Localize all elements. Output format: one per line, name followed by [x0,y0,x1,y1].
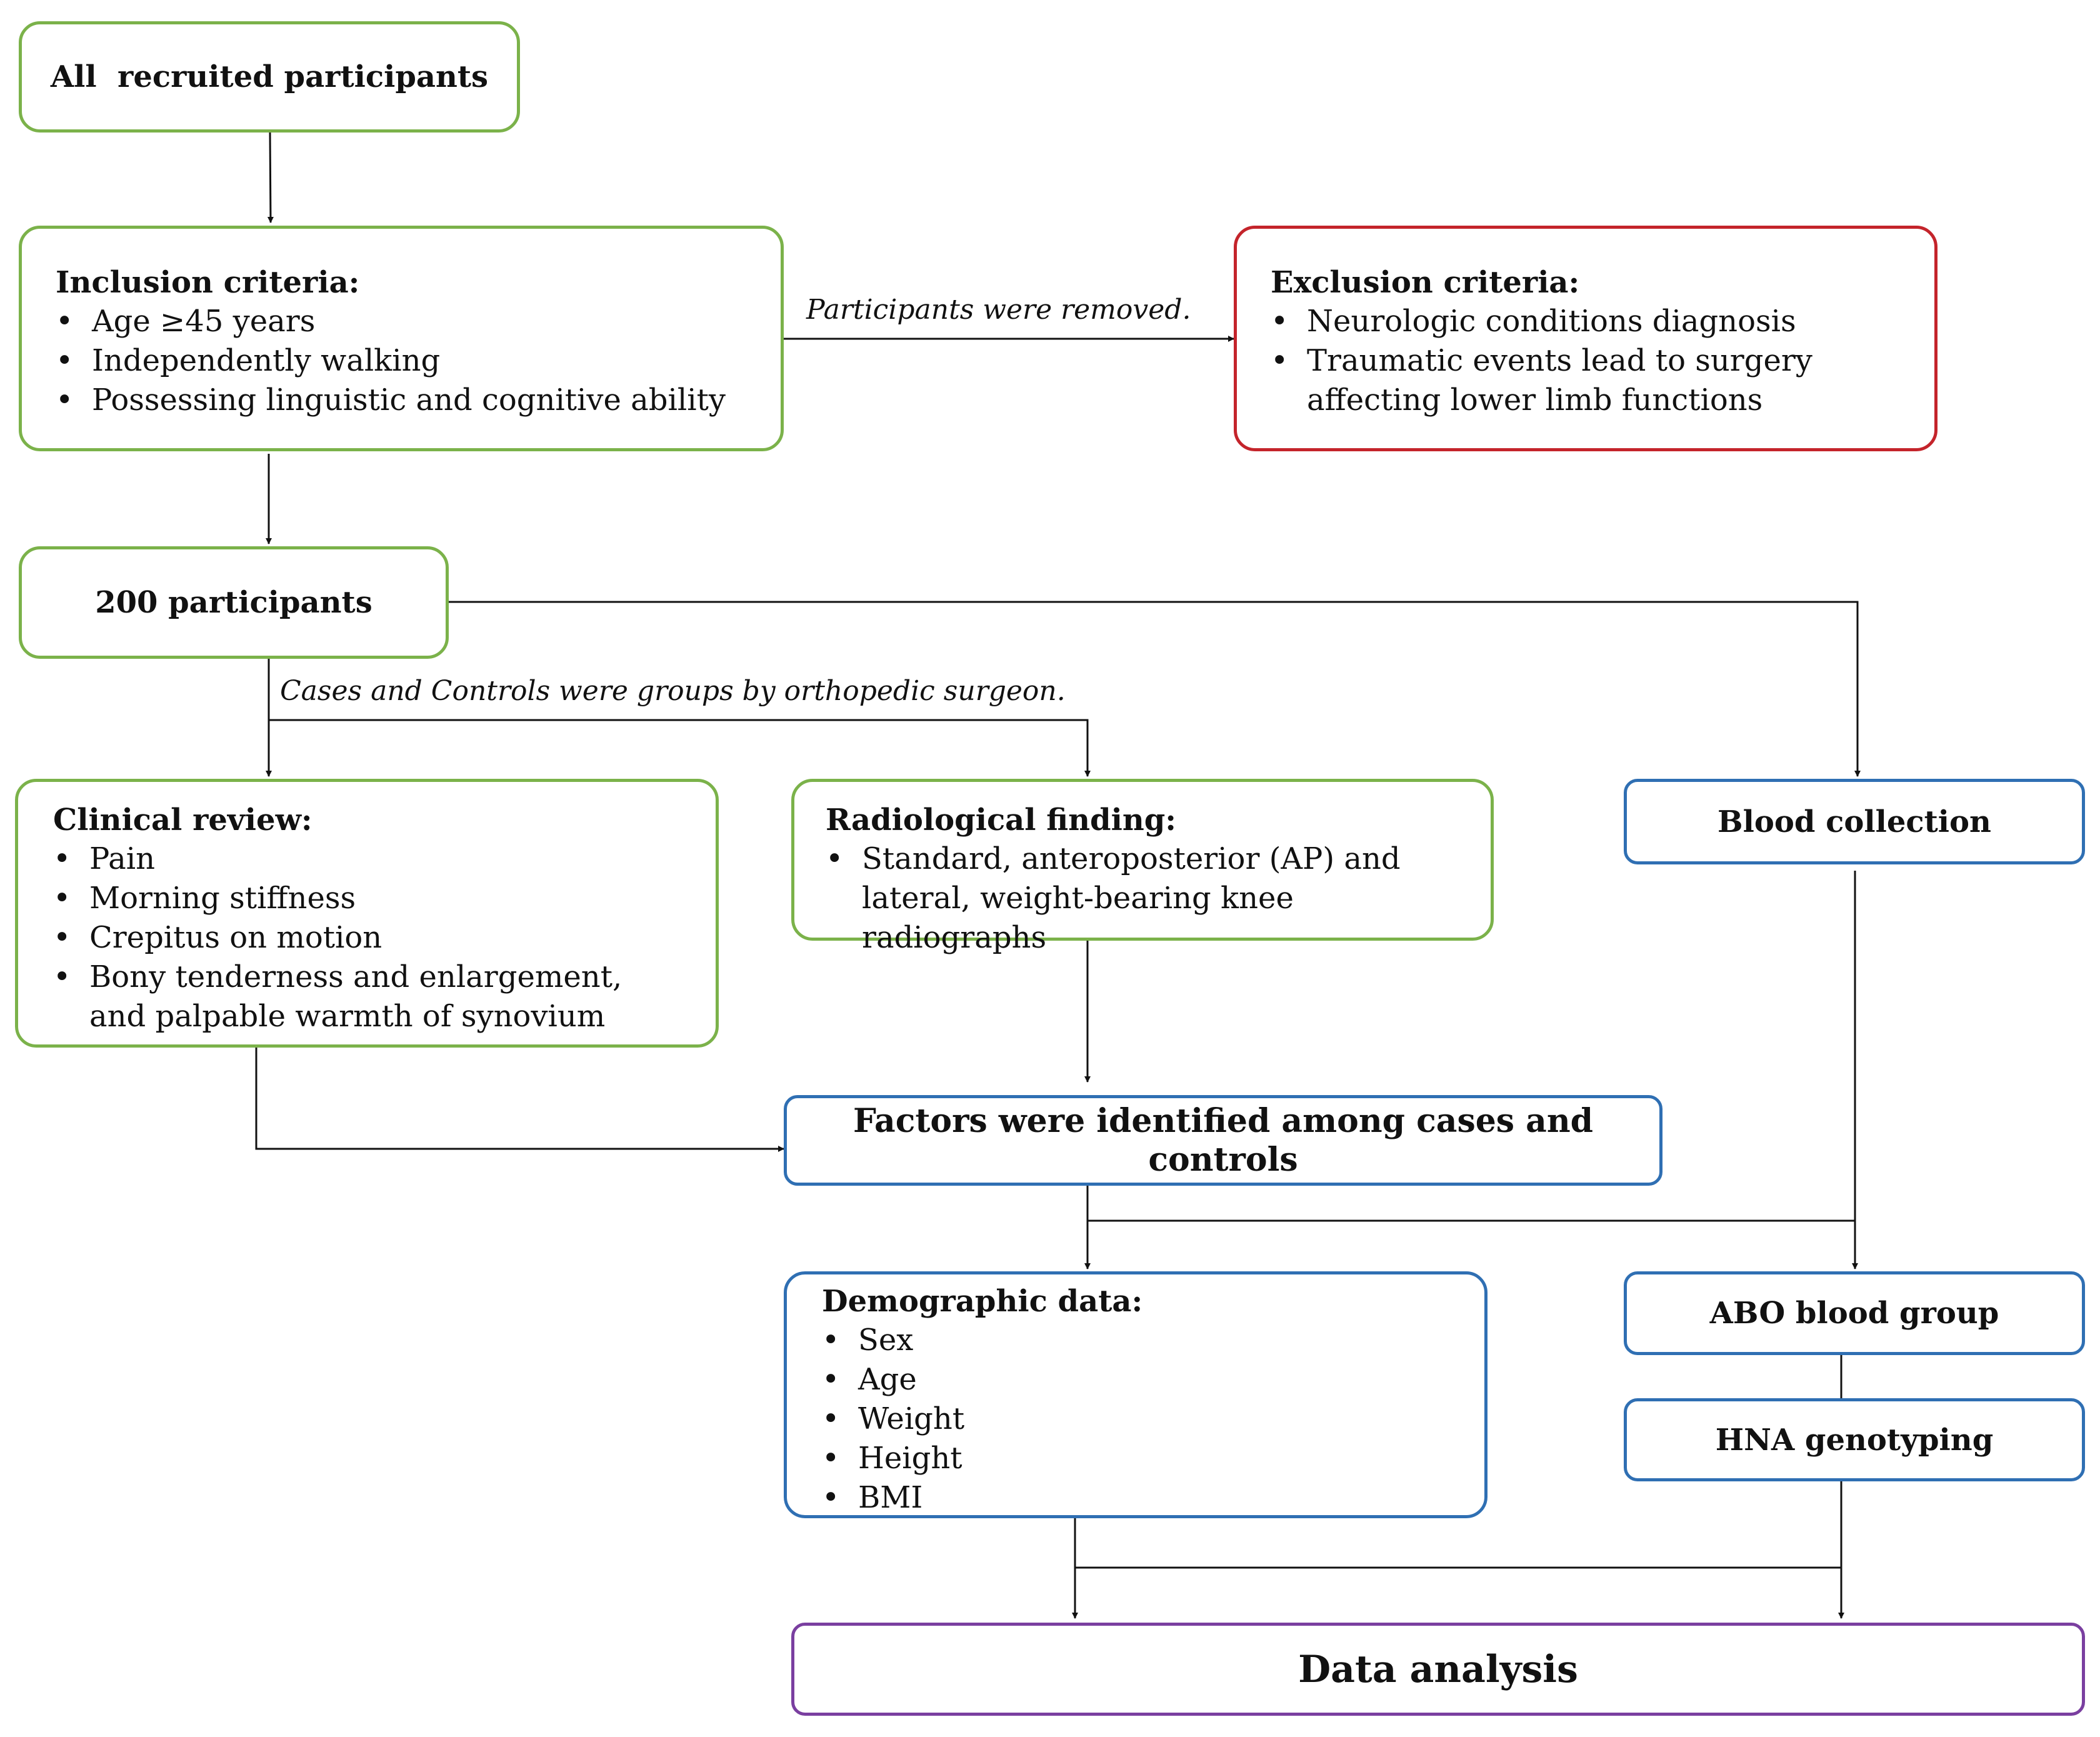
clinical-review-item: Bony tenderness and enlargement, and pal… [53,958,678,1036]
exclusion-title: Exclusion criteria: [1271,265,1580,300]
blood-collection-node: Blood collection [1624,779,2085,864]
participants-200-label: 200 participants [95,585,372,620]
inclusion-item: Independently walking [56,341,781,381]
demographic-item: Sex [822,1321,1484,1360]
factors-identified-label: Factors were identified among cases and … [852,1101,1594,1179]
radiological-list: Standard, anteroposterior (AP) and later… [826,839,1451,958]
participants-200-node: 200 participants [19,546,449,659]
clinical-review-node: Clinical review: Pain Morning stiffness … [15,779,719,1048]
radiological-item: Standard, anteroposterior (AP) and later… [826,839,1451,958]
data-analysis-node: Data analysis [791,1623,2085,1716]
all-recruited-node: All recruited participants [19,21,520,133]
radiological-title: Radiological finding: [826,803,1176,838]
inclusion-item: Age ≥45 years [56,302,781,341]
demographic-item: Height [822,1439,1484,1478]
abo-blood-group-node: ABO blood group [1624,1271,2085,1355]
clinical-review-item: Crepitus on motion [53,918,678,958]
all-recruited-label: All recruited participants [50,59,489,94]
clinical-review-item: Pain [53,839,678,879]
inclusion-criteria-node: Inclusion criteria: Age ≥45 years Indepe… [19,226,784,451]
demographic-item: BMI [822,1478,1484,1518]
clinical-review-title: Clinical review: [53,803,312,838]
hna-genotyping-node: HNA genotyping [1624,1398,2085,1481]
removed-edge-label: Participants were removed. [806,294,1191,326]
grouped-edge-label: Cases and Controls were groups by orthop… [280,675,1066,707]
data-analysis-label: Data analysis [1298,1647,1578,1691]
abo-blood-group-label: ABO blood group [1709,1296,1999,1331]
demographic-data-node: Demographic data: Sex Age Weight Height … [784,1271,1488,1518]
arrow-200-to-blood [449,601,1861,777]
demographic-item: Age [822,1360,1484,1399]
demographic-list: Sex Age Weight Height BMI [822,1321,1484,1518]
arrow-clinical-to-factors [255,1048,784,1152]
demographic-title: Demographic data: [822,1284,1143,1319]
exclusion-item: Neurologic conditions diagnosis [1271,302,1833,341]
inclusion-list: Age ≥45 years Independently walking Poss… [56,302,781,420]
arrow-200-to-radiological [269,719,1091,777]
hna-genotyping-label: HNA genotyping [1715,1422,1994,1458]
inclusion-item: Possessing linguistic and cognitive abil… [56,381,781,420]
clinical-review-list: Pain Morning stiffness Crepitus on motio… [53,839,678,1036]
clinical-review-item: Morning stiffness [53,879,678,918]
exclusion-criteria-node: Exclusion criteria: Neurologic condition… [1234,226,1938,451]
exclusion-list: Neurologic conditions diagnosis Traumati… [1271,302,1833,420]
demographic-item: Weight [822,1399,1484,1439]
radiological-finding-node: Radiological finding: Standard, anteropo… [791,779,1494,955]
inclusion-title: Inclusion criteria: [56,265,360,300]
exclusion-item: Traumatic events lead to surgery affecti… [1271,341,1833,420]
factors-identified-node: Factors were identified among cases and … [784,1095,1662,1186]
blood-collection-label: Blood collection [1718,804,1991,839]
arrow-recruited-to-inclusion [267,132,274,223]
